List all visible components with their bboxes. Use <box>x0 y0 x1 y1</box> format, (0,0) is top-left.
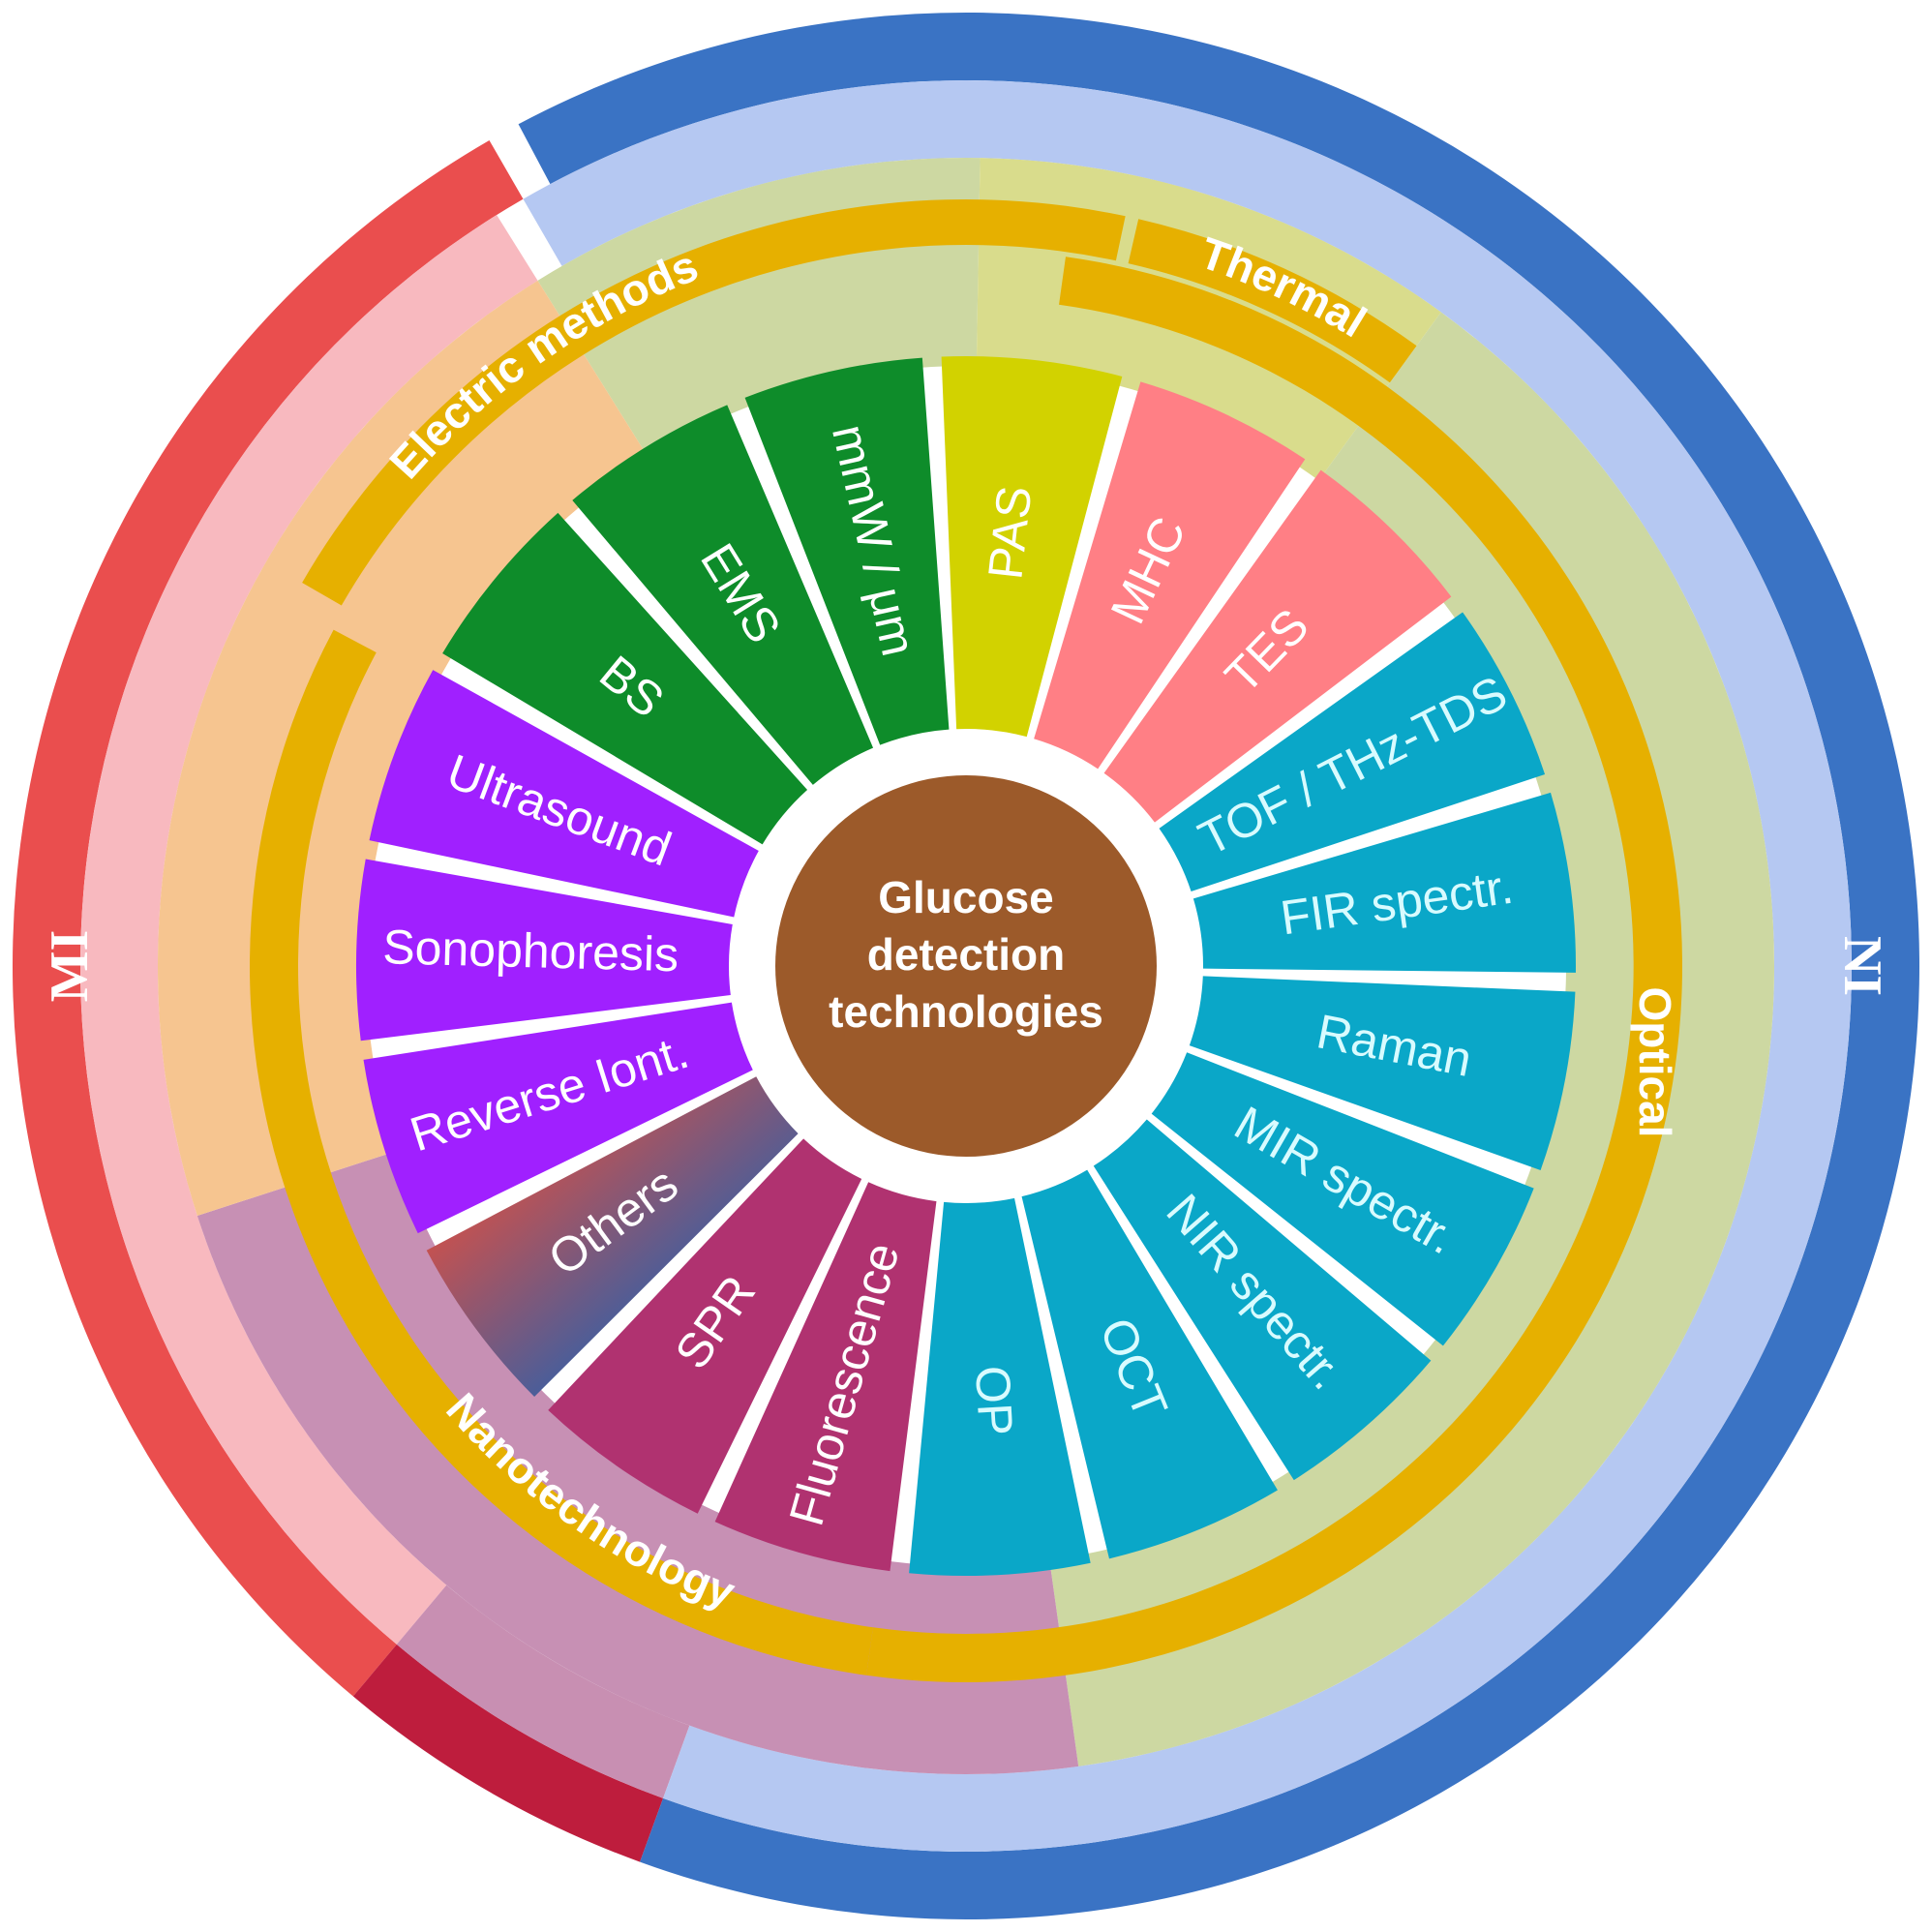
mi-outer-ring <box>12 139 524 1697</box>
segment-18 <box>355 859 733 1041</box>
segment-14 <box>714 1182 937 1572</box>
segment-15 <box>548 1138 862 1514</box>
segment-5 <box>1034 381 1306 770</box>
mi-inner-ring-lower <box>396 1585 690 1798</box>
optical-label: Optical <box>1630 987 1680 1138</box>
segment-0 <box>369 670 759 918</box>
segment-7 <box>1159 612 1546 891</box>
segment-4 <box>941 356 1123 738</box>
nanotechnology-band <box>250 629 873 1675</box>
segment-label-4: PAS <box>978 483 1041 582</box>
center-title-line-2: detection <box>867 929 1065 980</box>
category-bands <box>250 199 1682 1682</box>
segment-6 <box>1103 469 1452 823</box>
segment-12 <box>1021 1169 1278 1559</box>
outer-rings <box>12 13 1919 1919</box>
electric-methods-band <box>302 199 1126 606</box>
center-title-line-3: technologies <box>829 986 1103 1037</box>
segment-13 <box>909 1197 1091 1576</box>
segment-label-18: Sonophoresis <box>382 920 679 981</box>
segment-10 <box>1151 1052 1534 1346</box>
center-disc <box>775 775 1157 1157</box>
segment-label-13: OP <box>965 1364 1023 1436</box>
mi-inner-ring <box>79 215 538 1645</box>
segment-3 <box>744 357 950 745</box>
mi-label: MI <box>40 930 100 1003</box>
segment-8 <box>1192 792 1577 973</box>
segment-9 <box>1189 976 1576 1171</box>
segment-11 <box>1093 1119 1432 1481</box>
nanotechnology-background <box>196 1151 1079 1774</box>
thermal-band <box>1128 219 1417 383</box>
segment-1 <box>442 512 808 845</box>
segment-2 <box>572 405 874 785</box>
ni-label: NI <box>1832 936 1892 996</box>
center-title-line-1: Glucose <box>878 872 1054 922</box>
segment-16 <box>426 1076 799 1398</box>
segment-17 <box>363 1002 753 1234</box>
mi-outer-ring-lower <box>352 1644 664 1862</box>
